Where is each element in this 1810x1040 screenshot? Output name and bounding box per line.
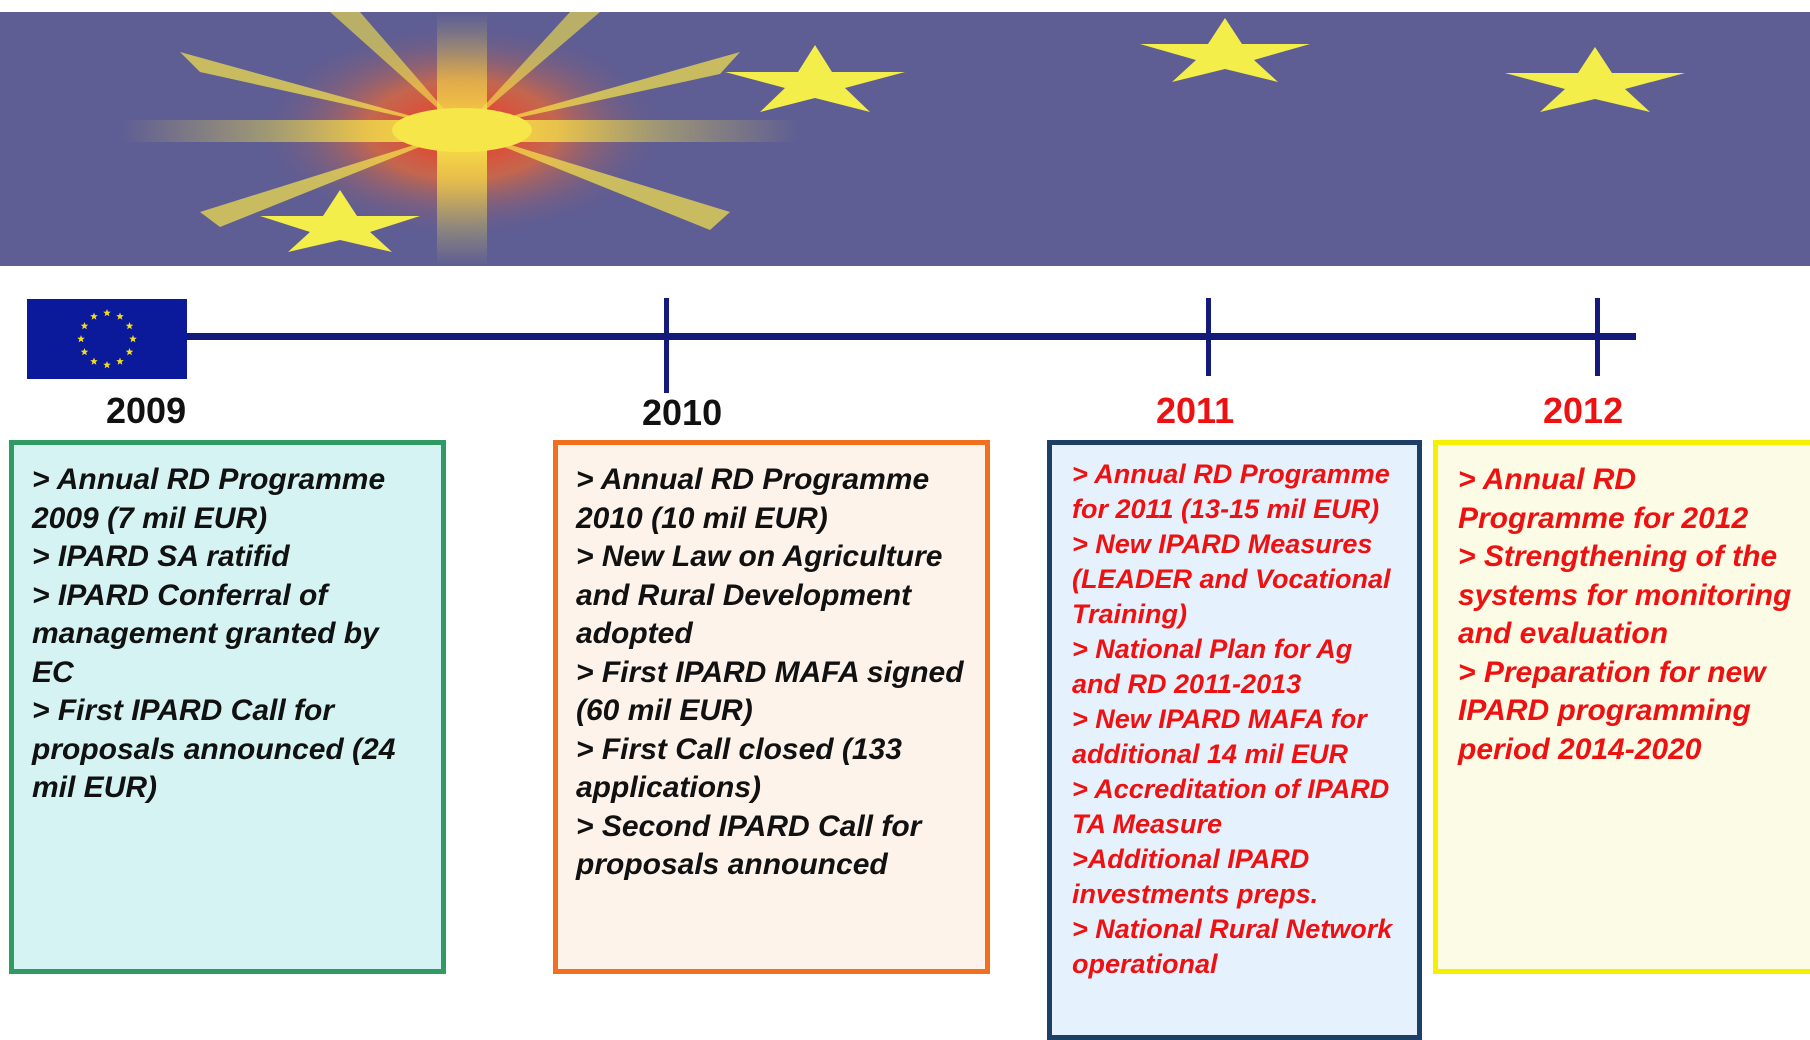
timeline-tick-2012 — [1595, 298, 1600, 376]
milestone-item: > New IPARD MAFA for additional 14 mil E… — [1072, 704, 1367, 769]
eu-star-icon — [125, 348, 134, 356]
milestones-box-2011: > Annual RD Programme for 2011 (13-15 mi… — [1047, 440, 1422, 1040]
sun-icon — [120, 12, 800, 266]
eu-star-icon — [80, 348, 89, 356]
milestone-item: > Second IPARD Call for proposals announ… — [576, 809, 922, 882]
timeline-line — [186, 333, 1636, 340]
timeline-tick-2011 — [1206, 298, 1211, 376]
eu-star-icon — [103, 361, 111, 369]
milestone-item: > New Law on Agriculture and Rural Devel… — [576, 540, 943, 650]
star-icon — [1505, 47, 1685, 112]
milestone-item: > Annual RD Programme for 2011 (13-15 mi… — [1072, 459, 1390, 524]
star-icon — [1140, 18, 1310, 82]
milestones-box-2012: > Annual RD Programme for 2012 > Strengt… — [1433, 440, 1810, 974]
milestone-item: > National Plan for Ag and RD 2011-2013 — [1072, 634, 1353, 699]
milestone-item: > First IPARD Call for proposals announc… — [32, 694, 396, 804]
banner-artwork — [120, 12, 1685, 266]
year-label-2012: 2012 — [1543, 390, 1624, 431]
milestone-item: > Annual RD Programme 2010 (10 mil EUR) — [576, 463, 930, 535]
milestone-item: > New IPARD Measures (LEADER and Vocatio… — [1072, 529, 1391, 629]
milestone-item: > Annual RD Programme 2009 (7 mil EUR) — [32, 463, 386, 535]
milestone-item: > National Rural Network operational — [1072, 914, 1393, 979]
eu-star-icon — [125, 322, 134, 330]
year-label-2009: 2009 — [106, 390, 187, 431]
milestone-item: > Strengthening of the systems for monit… — [1458, 540, 1792, 650]
header-banner — [0, 12, 1810, 266]
milestone-item: >Additional IPARD investments preps. — [1072, 844, 1319, 909]
eu-star-icon — [77, 335, 85, 343]
star-icon — [725, 45, 905, 112]
eu-flag-icon — [27, 299, 187, 379]
year-label-2011: 2011 — [1156, 390, 1235, 431]
milestone-item: > Accreditation of IPARD TA Measure — [1072, 774, 1390, 839]
eu-star-icon — [116, 357, 124, 365]
star-icon — [260, 190, 420, 252]
eu-star-icon — [116, 312, 124, 320]
milestone-item: > First IPARD MAFA signed (60 mil EUR) — [576, 655, 964, 728]
milestone-item: > IPARD Conferral of management granted … — [32, 578, 379, 689]
milestones-box-2009: > Annual RD Programme 2009 (7 mil EUR) >… — [9, 440, 446, 974]
year-label-2010: 2010 — [642, 392, 723, 433]
milestone-item: > Preparation for new IPARD programming … — [1458, 655, 1766, 766]
eu-star-icon — [103, 309, 111, 317]
milestone-item: > IPARD SA ratifid — [32, 540, 290, 573]
eu-star-icon — [129, 335, 137, 343]
eu-stars-icon — [77, 309, 137, 369]
timeline-tick-2010 — [664, 298, 669, 393]
eu-star-icon — [80, 322, 89, 330]
eu-star-icon — [90, 312, 98, 320]
milestones-box-2010: > Annual RD Programme 2010 (10 mil EUR) … — [553, 440, 990, 974]
milestone-item: > First Call closed (133 applications) — [576, 732, 902, 805]
milestone-item: > Annual RD Programme for 2012 — [1458, 463, 1749, 535]
eu-star-icon — [90, 357, 98, 365]
